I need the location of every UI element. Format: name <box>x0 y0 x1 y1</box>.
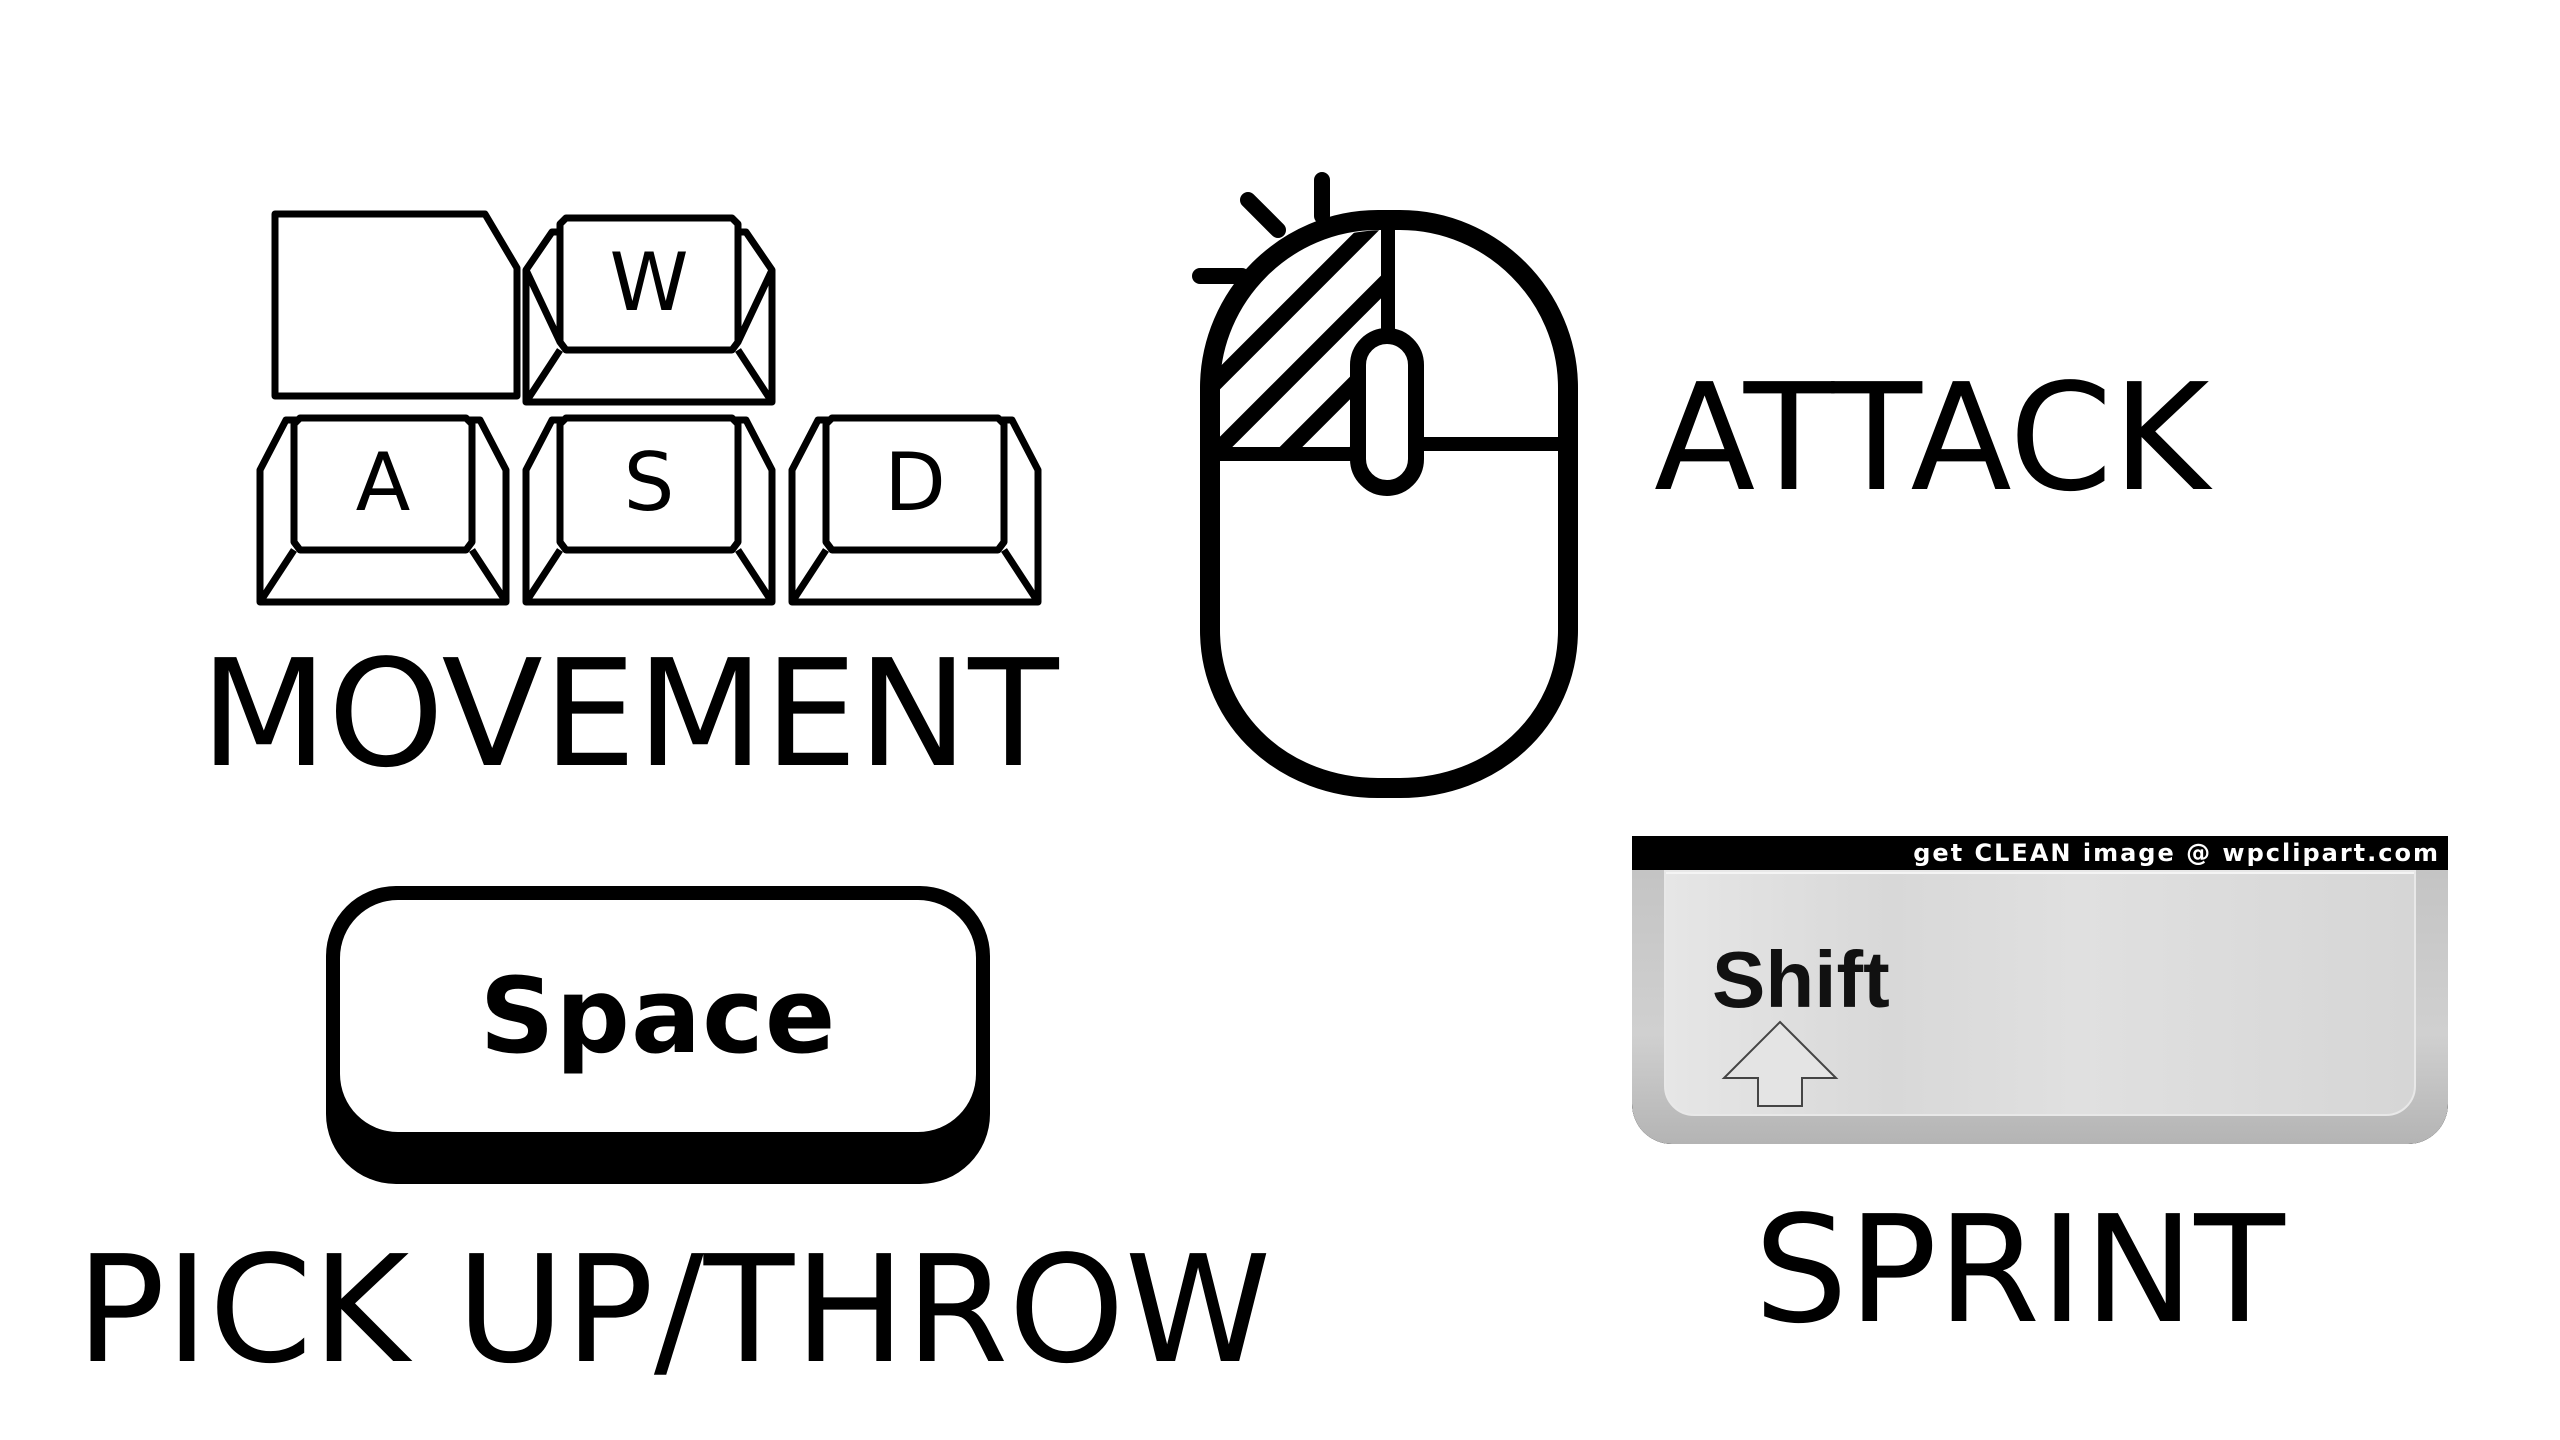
pickup-throw-label: PICK UP/THROW <box>76 1224 1272 1396</box>
shift-key-label: Shift <box>1712 935 1890 1024</box>
wasd-keys-icon <box>271 210 521 400</box>
key-s-icon <box>522 414 776 606</box>
key-w-icon <box>522 214 776 406</box>
key-w-label: W <box>609 236 689 329</box>
shift-key-face: Shift <box>1664 870 2416 1116</box>
key-a-label: A <box>355 436 411 529</box>
key-d-label: D <box>884 436 946 529</box>
attack-label: ATTACK <box>1654 352 2210 524</box>
key-w <box>271 210 521 400</box>
space-key-label: Space <box>479 955 837 1077</box>
key-a-icon <box>256 414 510 606</box>
key-d-icon <box>788 414 1042 606</box>
shift-arrow-icon <box>1721 1020 1839 1107</box>
movement-label: MOVEMENT <box>200 628 1059 800</box>
watermark-bar: get CLEAN image @ wpclipart.com <box>1632 836 2448 870</box>
shift-key-body: Shift <box>1632 870 2448 1144</box>
space-key-face: Space <box>340 900 976 1132</box>
key-s-label: S <box>623 436 675 529</box>
mouse-left-click-icon <box>1192 172 1578 798</box>
watermark-text: get CLEAN image @ wpclipart.com <box>1913 839 2440 867</box>
space-key: Space <box>326 886 990 1184</box>
shift-key: get CLEAN image @ wpclipart.com Shift <box>1632 836 2448 1144</box>
sprint-label: SPRINT <box>1754 1184 2285 1356</box>
